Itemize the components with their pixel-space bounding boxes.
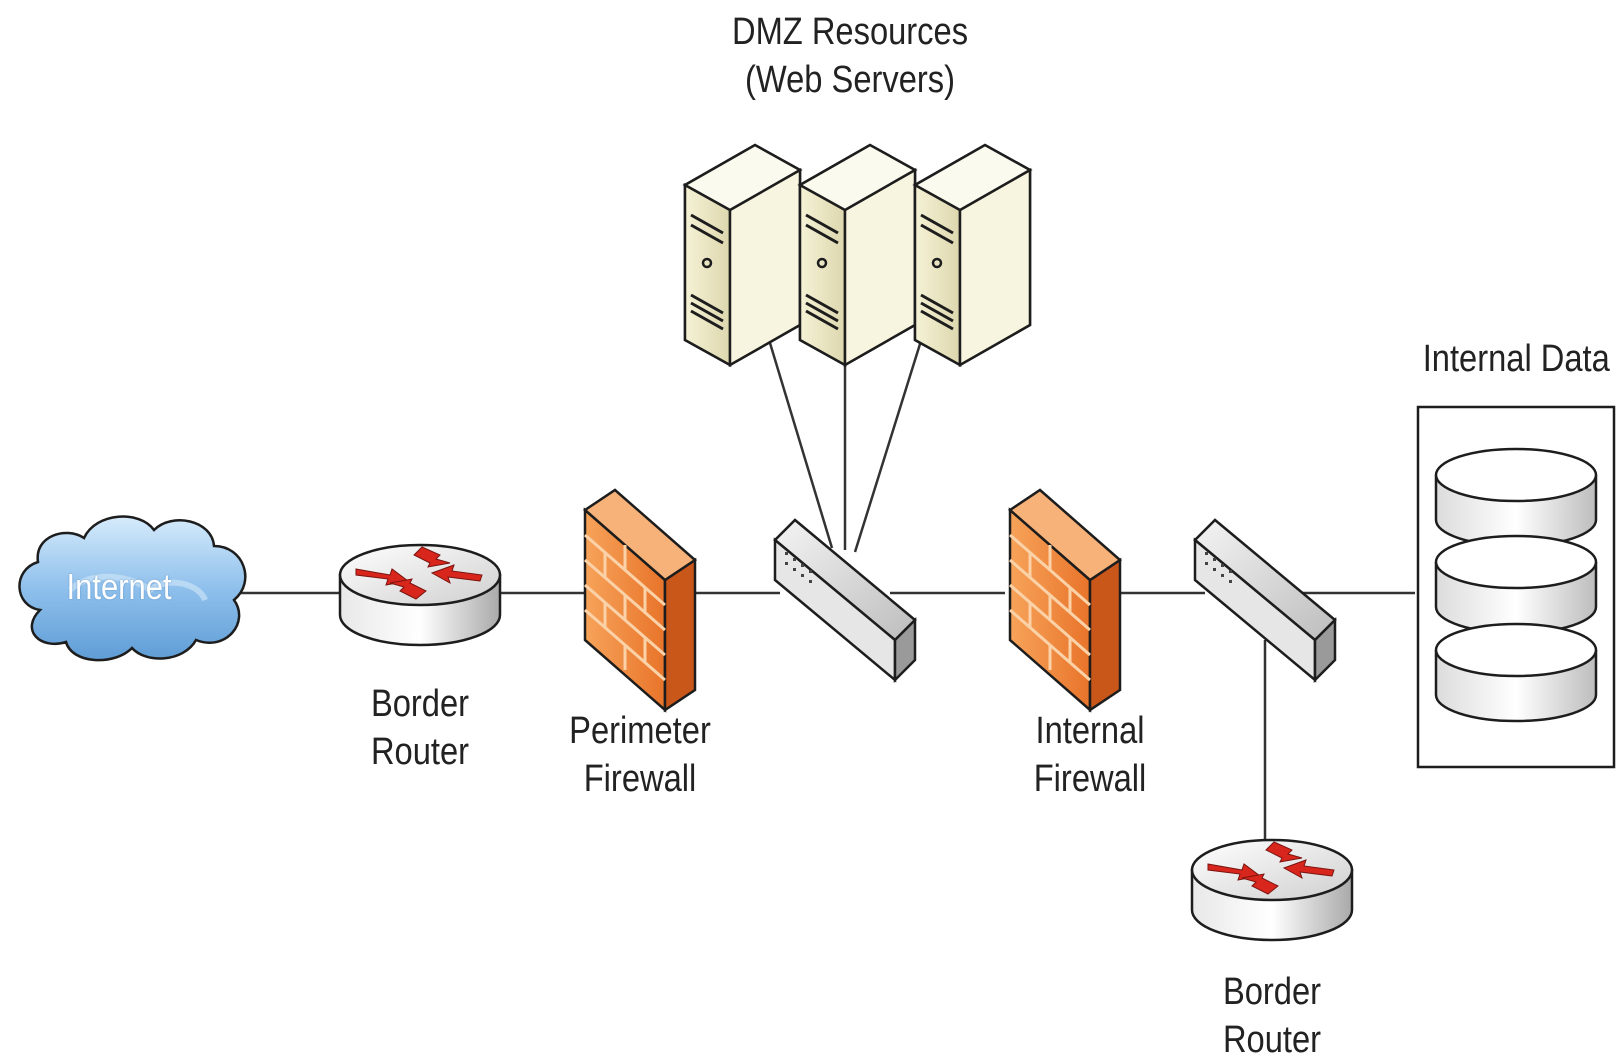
border-router-bottom-line1: Border: [1222, 971, 1322, 1013]
switch-icon: [773, 518, 917, 684]
internal-firewall-line1: Internal: [1035, 710, 1145, 752]
dmz-title-line1: DMZ Resources: [731, 11, 969, 53]
border-router-bottom-line2: Router: [1222, 1019, 1322, 1061]
firewall-icon: [582, 488, 698, 713]
router-icon: [1190, 838, 1354, 942]
switch-icon: [1193, 518, 1337, 684]
internet-label: Internet: [66, 566, 172, 607]
cloud-icon: [18, 515, 247, 662]
internal-firewall-label: Internal Firewall: [1013, 707, 1168, 803]
link-server-1: [758, 309, 834, 549]
dmz-title-line2: (Web Servers): [744, 59, 956, 101]
perimeter-firewall-line1: Perimeter: [569, 710, 711, 752]
border-router-left-line1: Border: [370, 683, 470, 725]
internal-data-label: Internal Data: [1422, 338, 1610, 380]
firewall-icon: [1007, 488, 1123, 713]
internal-firewall-line2: Firewall: [1033, 758, 1147, 800]
dmz-resources-label: DMZ Resources (Web Servers): [721, 8, 979, 104]
perimeter-firewall-line2: Firewall: [583, 758, 697, 800]
internal-data-box: [1416, 405, 1616, 769]
database-icon: [1434, 622, 1598, 723]
server-icon: [797, 143, 918, 368]
connection-lines: [240, 309, 1415, 850]
router-icon: [338, 543, 502, 647]
server-icon: [682, 143, 803, 368]
border-router-left-label: Border Router: [351, 680, 489, 776]
border-router-bottom-label: Border Router: [1203, 968, 1341, 1064]
database-icon: [1434, 534, 1598, 635]
database-icon: [1434, 447, 1598, 548]
perimeter-firewall-label: Perimeter Firewall: [558, 707, 721, 803]
link-server-3: [853, 311, 932, 553]
server-icon: [912, 143, 1033, 368]
border-router-left-line2: Router: [370, 731, 470, 773]
